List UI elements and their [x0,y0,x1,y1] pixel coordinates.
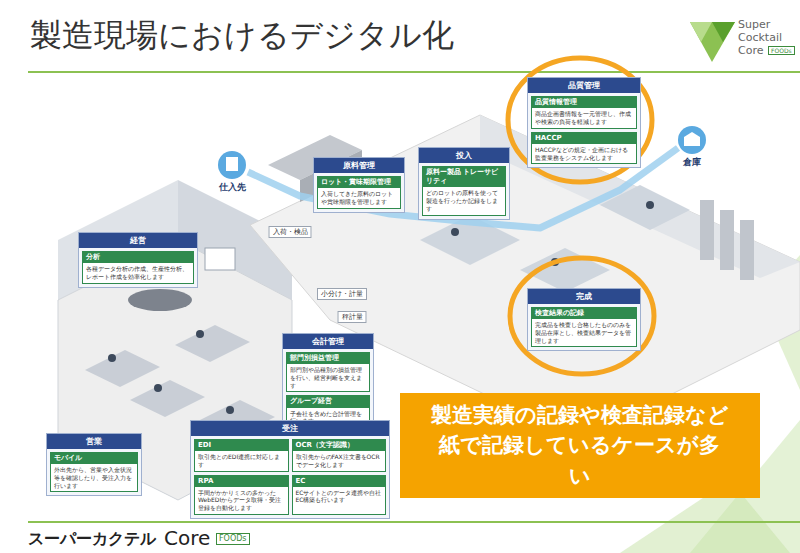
feature-title: RPA [195,476,288,487]
feature-box: OCR（文字認識）取引先からのFAX注文書をOCRでデータ化します [292,439,387,472]
desk [130,380,205,417]
desk [175,325,250,362]
logo-tag: FOODs [768,46,795,55]
meeting-table [128,289,192,311]
group-header: 経営 [79,233,197,248]
desk [85,350,160,387]
callout-group: 原料管理ロット・賞味期限管理入荷してきた原料のロットや賞味期限を管理します [313,157,405,213]
feature-description: 手間がかかりミスの多かったWebEDIからデータ取得・受注登録を自動化します [195,487,288,514]
place-label: 仕入先 [217,182,248,193]
feature-description: 部門別や品種別の損益管理を行い、経営判断を支えます [287,364,369,391]
highlight-ring [510,258,654,374]
callout-group: 受注EDI取引先とのEDI連携に対応しますOCR（文字認識）取引先からのFAX注… [190,420,390,519]
feature-description: 入荷してきた原料のロットや賞味期限を管理します [318,188,400,208]
logo-word: Cocktail [738,31,782,44]
person [646,201,654,209]
feature-title: OCR（文字認識） [293,440,386,451]
feature-description: 各種データ分析の作成、生産性分析、レポート作成を効率化します [83,263,193,283]
logo-tag: FOODs [216,533,250,545]
logo-triangle [690,22,712,42]
logo-word: Core [738,44,763,57]
slide-title: 製造現場におけるデジタル化 [30,14,800,58]
feature-box: EDI取引先とのEDI連携に対応します [194,439,289,472]
feature-description: 商品企画書情報を一元管理し、作成や検索の負荷を軽減します [532,108,636,128]
feature-description: 外出先から、営業や入金状況等を確認したり、受注入力を行います [51,464,137,491]
warehouse-shelf [740,220,754,280]
person [451,228,459,236]
highlight-ring [508,58,652,182]
logo-word: Super [738,18,770,31]
feature-title: ロット・賞味期限管理 [318,177,400,188]
place-label: 倉庫 [681,157,703,168]
feature-title: 分析 [83,252,193,263]
feature-title: 検査結果の記録 [532,308,636,319]
person [226,406,234,414]
feature-title: 原料ー製品 トレーサビリティ [423,167,505,187]
feature-box: 検査結果の記録完成品を検査し合格したもののみを製品在庫とし、検査結果データを管理… [531,307,637,347]
warehouse-shelf [700,200,714,260]
feature-description: HACCPなどの規定・企画における監査業務をシステム化します [532,144,636,164]
feature-box: RPA手間がかかりミスの多かったWebEDIからデータ取得・受注登録を自動化しま… [194,475,289,515]
group-header: 受注 [191,421,389,436]
supplier-icon [218,151,246,179]
person [108,354,116,362]
feature-box: 部門別損益管理部門別や品種別の損益管理を行い、経営判断を支えます [286,352,370,392]
process-label: 入荷・検品 [269,226,312,238]
person [154,384,162,392]
banner-message: 製造実績の記録や検査記録など 紙で記録しているケースが多い [430,400,730,491]
feature-title: EC [293,476,386,487]
machine [520,248,610,292]
footer-rule [28,521,800,523]
warehouse-icon [678,126,706,154]
logo-triangle [690,22,735,62]
supplier-icon [226,157,238,171]
feature-box: モバイル外出先から、営業や入金状況等を確認したり、受注入力を行います [50,452,138,492]
feature-title: EDI [195,440,288,451]
feature-title: HACCP [532,133,636,144]
callout-group: 会計管理部門別損益管理部門別や品種別の損益管理を行い、経営判断を支えますグループ… [282,333,374,432]
process-label: 秤計量 [338,311,367,323]
brand-name: スーパーカクテル [28,529,156,548]
callout-group: 完成検査結果の記録完成品を検査し合格したもののみを製品在庫とし、検査結果データを… [527,288,641,351]
callout-group: 営業モバイル外出先から、営業や入金状況等を確認したり、受注入力を行います [46,433,142,496]
feature-box: 原料ー製品 トレーサビリティどのロットの原料を使って製造を行ったか記録をします [422,166,506,216]
brand-name: Core [164,526,210,550]
feature-box: HACCPHACCPなどの規定・企画における監査業務をシステム化します [531,132,637,165]
callout-group: 品質管理品質情報管理商品企画書情報を一元管理し、作成や検索の負荷を軽減しますHA… [527,77,641,168]
message-banner: 製造実績の記録や検査記録など 紙で記録しているケースが多い [400,393,760,498]
group-header: 会計管理 [283,334,373,349]
feature-title: 品質情報管理 [532,97,636,108]
factory-floor [250,115,800,440]
presentation-screen [205,248,235,270]
feature-box: ロット・賞味期限管理入荷してきた原料のロットや賞味期限を管理します [317,176,401,209]
group-header: 品質管理 [528,78,640,93]
group-header: 営業 [47,434,141,449]
callout-group: 経営分析各種データ分析の作成、生産性分析、レポート作成を効率化します [78,232,198,288]
group-header: 完成 [528,289,640,304]
group-header: 原料管理 [314,158,404,173]
logo-triangle [712,22,735,42]
person [196,330,204,338]
warehouse-shelf [720,210,734,270]
group-header: 投入 [419,148,509,163]
feature-title: 部門別損益管理 [287,353,369,364]
feature-description: 完成品を検査し合格したもののみを製品在庫とし、検査結果データを管理します [532,319,636,346]
callout-group: 投入原料ー製品 トレーサビリティどのロットの原料を使って製造を行ったか記録をしま… [418,147,510,220]
feature-title: モバイル [51,453,137,464]
warehouse-icon [684,132,700,146]
feature-description: ECサイトとのデータ連携や自社EC構築も行います [293,487,386,507]
feature-title: グループ経営 [287,396,369,407]
feature-description: 取引先とのEDI連携に対応します [195,451,288,471]
title-rule [28,71,800,73]
feature-description: どのロットの原料を使って製造を行ったか記録をします [423,187,505,214]
feature-description: 取引先からのFAX注文書をOCRでデータ化します [293,451,386,471]
feature-box: 分析各種データ分析の作成、生産性分析、レポート作成を効率化します [82,251,194,284]
feature-box: 品質情報管理商品企画書情報を一元管理し、作成や検索の負荷を軽減します [531,96,637,129]
process-label: 小分け・計量 [317,288,367,300]
feature-box: ECECサイトとのデータ連携や自社EC構築も行います [292,475,387,515]
